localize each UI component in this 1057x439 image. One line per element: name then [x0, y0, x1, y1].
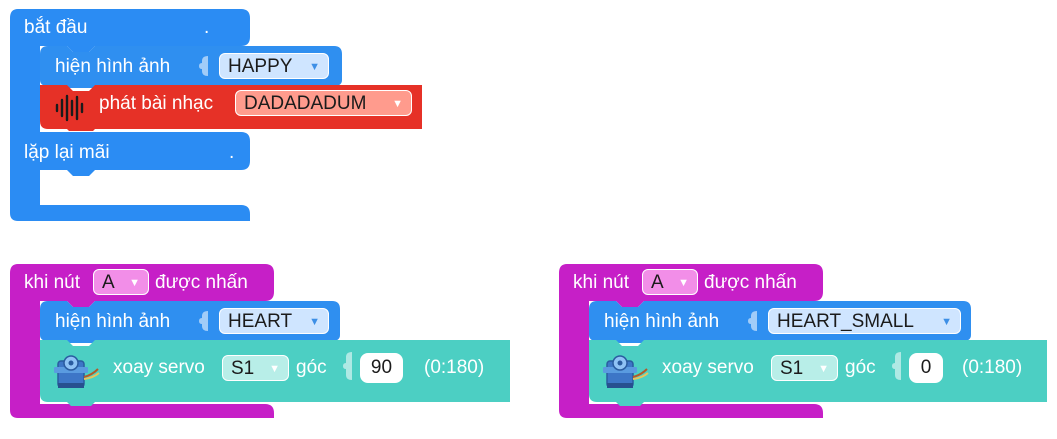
servo-label: xoay servo — [662, 357, 754, 378]
button-dropdown-value: A — [651, 272, 664, 293]
angle-range-label: (0:180) — [962, 357, 1023, 378]
servo-block[interactable]: xoay servo S1 ▼ góc 90 (0:180) — [40, 340, 510, 406]
melody-dropdown[interactable]: DADADADUM ▼ — [235, 90, 412, 116]
show-image-label: hiện hình ảnh — [55, 56, 171, 77]
servo-block[interactable]: xoay servo S1 ▼ góc 0 (0:180) — [589, 340, 1047, 406]
start-header-dot: . — [204, 17, 210, 38]
show-image-block[interactable]: hiện hình ảnh HEART_SMALL ▼ — [589, 301, 971, 343]
button-event-block-1[interactable]: khi nút A ▼ được nhấn hiện hình ảnh HEAR… — [0, 258, 520, 428]
image-dropdown-value: HEART_SMALL — [777, 311, 914, 332]
servo-pin-dropdown[interactable]: S1 ▼ — [222, 355, 289, 381]
chevron-down-icon: ▼ — [392, 98, 403, 110]
image-dropdown-value: HEART — [228, 311, 293, 332]
chevron-down-icon: ▼ — [129, 277, 140, 289]
servo-motor-icon — [603, 355, 649, 388]
button-event-block-2[interactable]: khi nút A ▼ được nhấn hiện hình ảnh HEAR… — [549, 258, 1057, 428]
chevron-down-icon: ▼ — [309, 316, 320, 328]
sound-wave-icon — [55, 94, 84, 122]
show-image-block[interactable]: hiện hình ảnh HAPPY ▼ — [40, 46, 342, 88]
play-melody-label: phát bài nhạc — [99, 93, 214, 114]
chevron-down-icon: ▼ — [941, 316, 952, 328]
event-label-pre: khi nút — [24, 272, 80, 293]
angle-label: góc — [296, 357, 327, 378]
servo-motor-icon — [54, 355, 100, 388]
chevron-down-icon: ▼ — [818, 363, 829, 375]
image-dropdown[interactable]: HEART_SMALL ▼ — [768, 308, 961, 334]
servo-label: xoay servo — [113, 357, 205, 378]
event-label-pre: khi nút — [573, 272, 629, 293]
button-event-shape-1 — [10, 264, 274, 418]
forever-label: lặp lại mãi — [24, 142, 110, 163]
button-dropdown[interactable]: A ▼ — [642, 269, 698, 295]
angle-input[interactable]: 90 — [360, 353, 403, 383]
show-image-label: hiện hình ảnh — [55, 311, 171, 332]
play-melody-block[interactable]: phát bài nhạc DADADADUM ▼ — [40, 85, 422, 131]
angle-label: góc — [845, 357, 876, 378]
image-dropdown[interactable]: HEART ▼ — [219, 308, 329, 334]
button-dropdown[interactable]: A ▼ — [93, 269, 149, 295]
event-label-post: được nhấn — [155, 272, 248, 293]
show-image-label: hiện hình ảnh — [604, 311, 720, 332]
melody-dropdown-value: DADADADUM — [244, 93, 367, 114]
image-dropdown[interactable]: HAPPY ▼ — [219, 53, 329, 79]
image-dropdown-value: HAPPY — [228, 56, 293, 77]
servo-pin-value: S1 — [780, 358, 804, 379]
start-header-label: bắt đầu — [24, 17, 88, 38]
chevron-down-icon: ▼ — [309, 61, 320, 73]
servo-pin-value: S1 — [231, 358, 255, 379]
servo-pin-dropdown[interactable]: S1 ▼ — [771, 355, 838, 381]
start-block-shape — [10, 9, 250, 221]
show-image-block[interactable]: hiện hình ảnh HEART ▼ — [40, 301, 340, 343]
chevron-down-icon: ▼ — [678, 277, 689, 289]
angle-input[interactable]: 0 — [909, 353, 943, 383]
button-event-shape-2 — [559, 264, 823, 418]
event-label-post: được nhấn — [704, 272, 797, 293]
button-dropdown-value: A — [102, 272, 115, 293]
forever-dot: . — [229, 142, 235, 163]
chevron-down-icon: ▼ — [269, 363, 280, 375]
angle-range-label: (0:180) — [424, 357, 485, 378]
start-block[interactable]: bắt đầu . hiện hình ảnh HAPPY ▼ — [0, 0, 422, 230]
